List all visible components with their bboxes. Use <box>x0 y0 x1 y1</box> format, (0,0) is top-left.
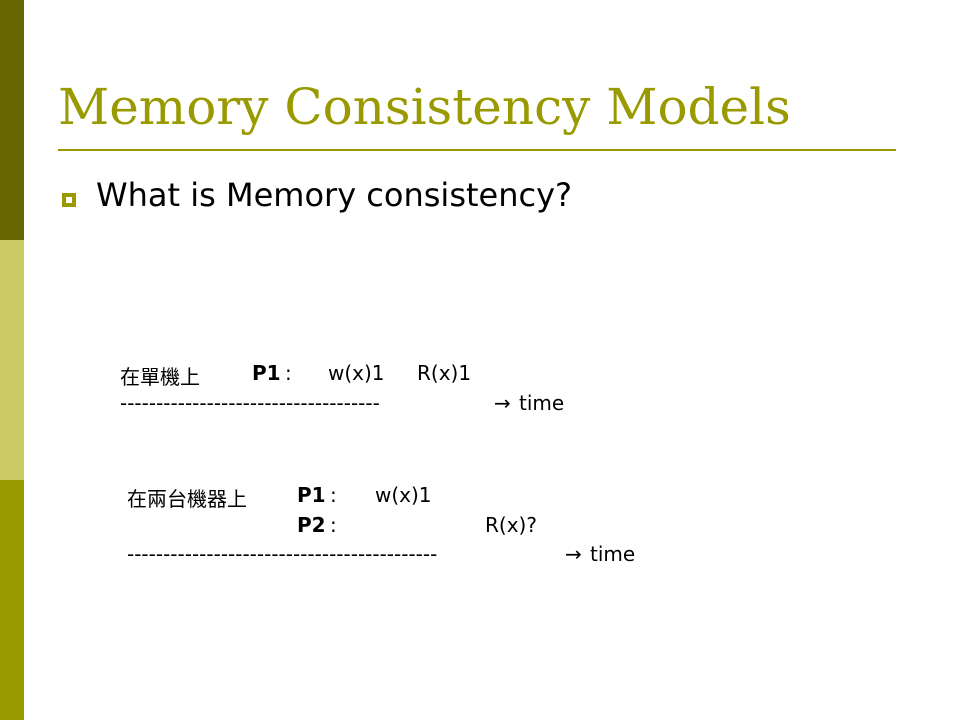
sidebar-block-bottom <box>0 480 24 720</box>
dual-timeline-dashes: ----------------------------------------… <box>127 542 438 566</box>
dual-p1-label: P1 <box>297 483 326 507</box>
slide-title: Memory Consistency Models <box>58 78 791 136</box>
title-underline <box>58 149 896 151</box>
dual-read-op: R(x)? <box>485 513 537 537</box>
square-bullet-icon <box>62 193 76 207</box>
single-p1-colon: : <box>285 361 292 385</box>
dual-machine-label: 在兩台機器上 <box>127 487 247 511</box>
sidebar-block-top <box>0 0 24 240</box>
single-read-op: R(x)1 <box>417 361 472 385</box>
dual-p1-colon: : <box>330 483 337 507</box>
dual-timeline-arrow-icon: → <box>565 542 582 566</box>
single-time-label: time <box>519 391 565 415</box>
single-p1-label: P1 <box>252 361 281 385</box>
dual-p2-colon: : <box>330 513 337 537</box>
single-timeline-arrow-icon: → <box>494 391 511 415</box>
dual-write-op: w(x)1 <box>375 483 432 507</box>
sidebar-block-middle <box>0 240 24 480</box>
single-machine-label: 在單機上 <box>120 365 200 389</box>
single-write-op: w(x)1 <box>328 361 385 385</box>
dual-p2-label: P2 <box>297 513 326 537</box>
single-timeline-dashes: ------------------------------------ <box>120 391 380 415</box>
dual-time-label: time <box>590 542 636 566</box>
bullet-text: What is Memory consistency? <box>96 176 573 214</box>
sidebar-accent-bar <box>0 0 24 720</box>
